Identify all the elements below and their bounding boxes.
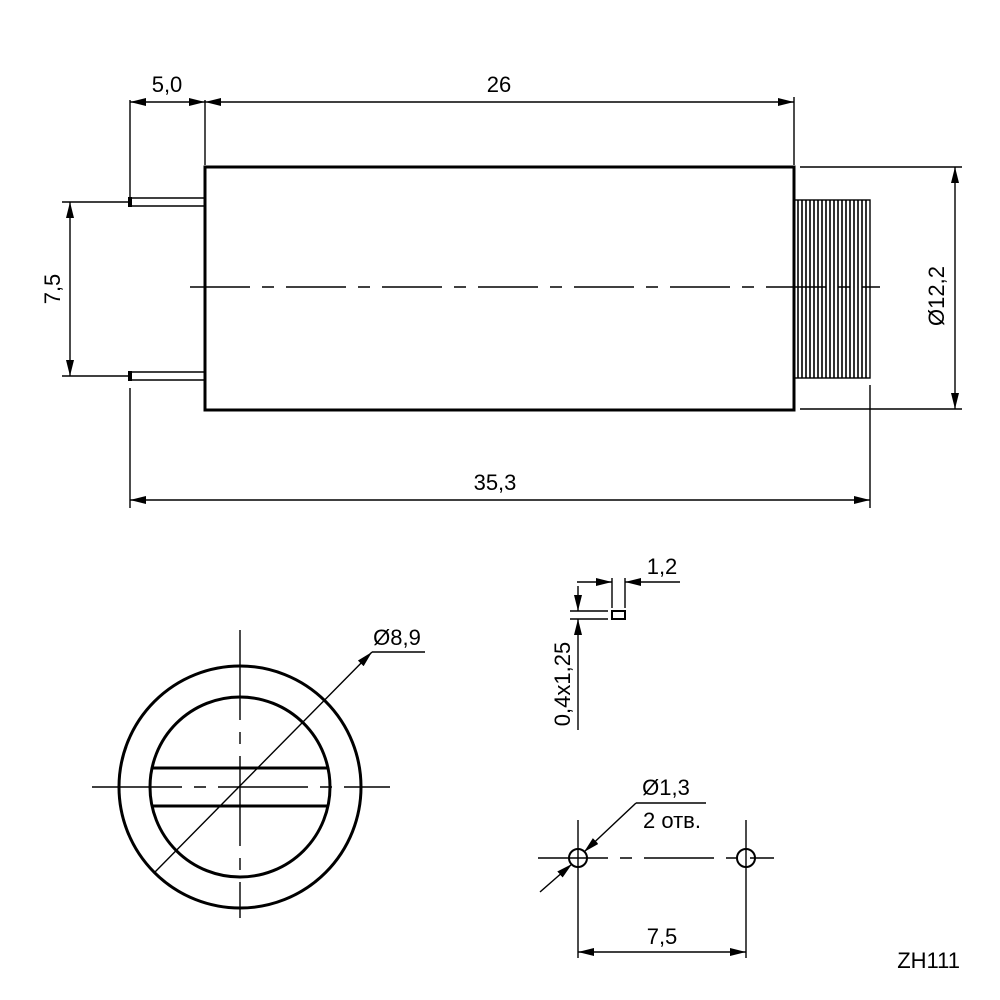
dim-hole-diameter-label: Ø1,3: [642, 775, 690, 800]
knurled-end-cap: [797, 200, 867, 378]
side-view: 5,0 26 7,5 Ø12,2 35,3: [40, 72, 962, 508]
diameter-leader: [154, 651, 373, 873]
pin-section-rect: [611, 610, 626, 620]
dim-body-diameter-label: Ø12,2: [924, 266, 949, 326]
dim-pin-spacing-label: 7,5: [40, 274, 65, 305]
dim-overall-length-label: 35,3: [474, 470, 517, 495]
dim-overall-length: 35,3: [130, 470, 870, 504]
dim-hole-count-label: 2 отв.: [643, 808, 701, 833]
pin-upper: [128, 197, 205, 207]
dim-pin-spacing: 7,5: [40, 202, 74, 376]
mounting-hole: [568, 848, 588, 868]
dim-end-diameter-label: Ø8,9: [373, 625, 421, 650]
dim-hole-spacing-label: 7,5: [647, 924, 678, 949]
dim-pin-length-label: 5,0: [152, 72, 183, 97]
hole-leader-out: [539, 863, 573, 893]
dim-body-length-label: 26: [487, 72, 511, 97]
pin-lower: [128, 371, 205, 381]
body-outline: [203, 165, 796, 412]
dim-body-diameter: Ø12,2: [924, 167, 959, 409]
dim-pin-length: 5,0: [130, 72, 205, 106]
dim-body-length: 26: [205, 72, 794, 106]
hole-leader-in: [583, 802, 637, 853]
dim-pin-section-label: 0,4x1,25: [550, 642, 575, 726]
mounting-hole: [736, 848, 756, 868]
part-number: ZH111: [897, 948, 960, 973]
dim-pin-width-label: 1,2: [647, 554, 678, 579]
pin-section-detail: 1,2 0,4x1,25: [550, 554, 680, 730]
end-view: Ø8,9: [92, 625, 425, 918]
hole-pattern: Ø1,3 2 отв. 7,5: [538, 775, 774, 958]
